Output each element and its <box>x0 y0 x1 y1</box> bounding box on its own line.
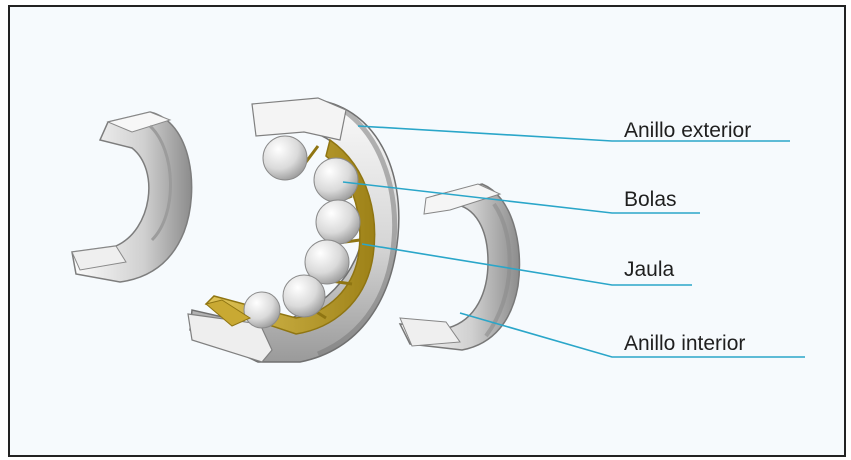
label-cage: Jaula <box>624 258 675 281</box>
label-outer-ring: Anillo exterior <box>624 119 751 142</box>
label-inner-ring: Anillo interior <box>624 332 745 355</box>
label-balls: Bolas <box>624 188 677 211</box>
